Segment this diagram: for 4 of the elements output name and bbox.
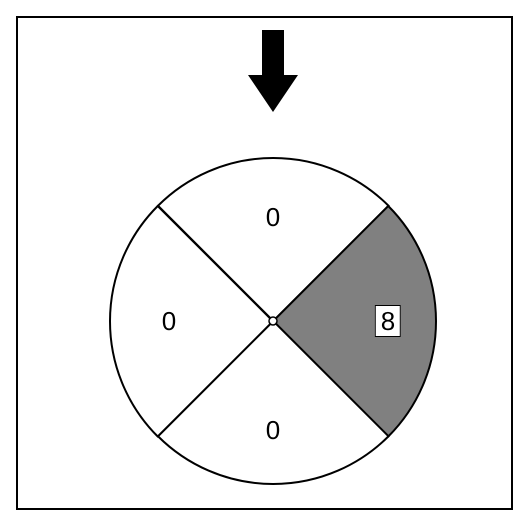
number-label: 0	[266, 415, 280, 445]
number-label: 0	[162, 306, 176, 336]
number-box: 8	[374, 304, 402, 337]
number-label: 0	[266, 202, 280, 232]
